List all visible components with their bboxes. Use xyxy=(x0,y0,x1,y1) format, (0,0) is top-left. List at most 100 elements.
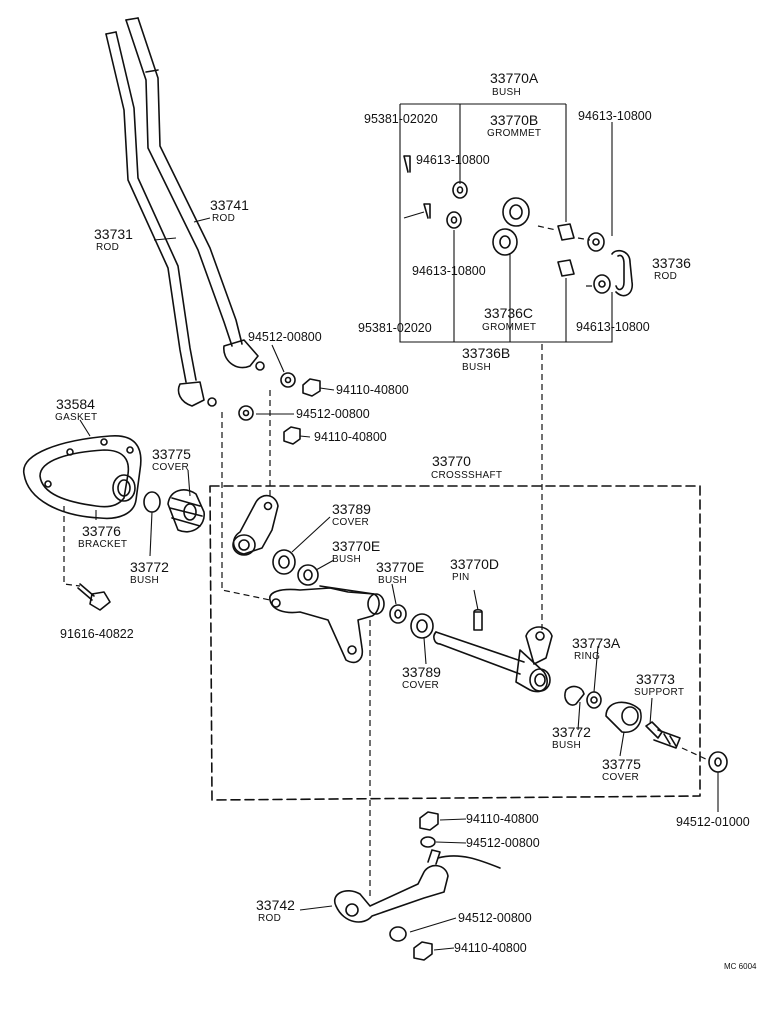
callout-33770E-center-number: 33770E xyxy=(376,559,424,575)
callout-33770-number: 33770 xyxy=(432,453,471,469)
cover-33775-right xyxy=(605,701,642,733)
diagram-code: MC 6004 xyxy=(724,962,757,971)
callout-33736-name: ROD xyxy=(654,271,677,282)
washer-94512-b xyxy=(238,405,254,421)
callout-33770E-upper-number: 33770E xyxy=(332,538,380,554)
callout-33772-left-name: BUSH xyxy=(130,575,159,586)
callout-33741-name: ROD xyxy=(212,213,235,224)
part-91616-40822: 91616-40822 xyxy=(60,627,134,641)
part-95381-02020-top: 95381-02020 xyxy=(364,112,438,126)
bolt-91616 xyxy=(77,583,111,611)
callout-33584-name: GASKET xyxy=(55,412,97,423)
bush-33770E-center xyxy=(389,604,407,624)
callout-33770E-center-name: BUSH xyxy=(378,575,407,586)
callout-33772-right-name: BUSH xyxy=(552,740,581,751)
cotter-pin-upper xyxy=(403,155,411,173)
washer-94613-lower xyxy=(446,211,462,229)
shift-lever-upper xyxy=(232,494,279,556)
callout-33772-right-number: 33772 xyxy=(552,724,591,740)
callout-33770B-name: GROMMET xyxy=(487,128,541,139)
callout-33775-right-number: 33775 xyxy=(602,756,641,772)
assembly-lines xyxy=(63,225,709,900)
callout-33736C-name: GROMMET xyxy=(482,322,536,333)
nut-94110-d xyxy=(413,941,433,961)
bush-33770A xyxy=(557,223,575,241)
callout-33731-name: ROD xyxy=(96,242,119,253)
callout-33789-center-name: COVER xyxy=(402,680,439,691)
grommet-33770B xyxy=(502,197,530,227)
callout-33742-number: 33742 xyxy=(256,897,295,913)
bush-33770E-upper xyxy=(297,564,319,586)
callout-33773-name: SUPPORT xyxy=(634,687,684,698)
part-94613-10800-right-bottom: 94613-10800 xyxy=(576,320,650,334)
bush-33772-left xyxy=(143,491,161,513)
washer-94512-a xyxy=(280,372,296,388)
callout-33770D-name: PIN xyxy=(452,572,470,583)
callout-33770B-number: 33770B xyxy=(490,112,538,128)
callout-33770A-name: BUSH xyxy=(492,87,521,98)
leader-lines xyxy=(79,103,719,951)
callout-33775-left-name: COVER xyxy=(152,462,189,473)
callout-33773A-name: RING xyxy=(574,651,600,662)
callout-33789-upper-number: 33789 xyxy=(332,501,371,517)
rod-33736 xyxy=(611,249,634,297)
part-94613-10800-lower: 94613-10800 xyxy=(412,264,486,278)
washer-94613-upper xyxy=(452,181,468,199)
part-94110-40800-b: 94110-40800 xyxy=(314,430,387,444)
callout-33776-name: BRACKET xyxy=(78,539,127,550)
callout-33741-number: 33741 xyxy=(210,197,249,213)
part-94512-01000: 94512-01000 xyxy=(676,815,750,829)
crossshaft-frame xyxy=(209,485,701,801)
ring-33773A xyxy=(564,685,585,706)
callout-33775-right-name: COVER xyxy=(602,772,639,783)
callout-33736B-name: BUSH xyxy=(462,362,491,373)
callout-33770A-number: 33770A xyxy=(490,70,539,86)
callout-33776-number: 33776 xyxy=(82,523,121,539)
grommet-33736C xyxy=(492,228,518,256)
part-94512-00800-b: 94512-00800 xyxy=(296,407,370,421)
cotter-pin-lower xyxy=(423,203,431,219)
rod-33741 xyxy=(125,17,259,369)
washer-94512-d xyxy=(389,926,407,942)
callout-33736C-number: 33736C xyxy=(484,305,533,321)
part-94512-00800-d: 94512-00800 xyxy=(458,911,532,925)
washer-94512-c xyxy=(420,836,436,848)
washer-94613-right-top xyxy=(587,232,605,252)
callout-33731-number: 33731 xyxy=(94,226,133,242)
callout-33770D-number: 33770D xyxy=(450,556,499,572)
gasket-bracket-assembly xyxy=(23,435,142,520)
part-94512-00800-a: 94512-00800 xyxy=(248,330,322,344)
part-94110-40800-a: 94110-40800 xyxy=(336,383,409,397)
cover-33775-left xyxy=(167,489,205,533)
bush-33772-right xyxy=(586,691,602,709)
part-94613-10800-right-top: 94613-10800 xyxy=(578,109,652,123)
washer-94613-right-bottom xyxy=(593,274,611,294)
cover-33789-center xyxy=(410,613,434,639)
part-94512-00800-c: 94512-00800 xyxy=(466,836,540,850)
rod-33742 xyxy=(333,849,501,923)
callout-33773A-number: 33773A xyxy=(572,635,621,651)
callout-33736-number: 33736 xyxy=(652,255,691,271)
crossshaft-bracket-arm xyxy=(269,585,385,664)
nut-94110-b xyxy=(283,426,301,445)
callout-33584-number: 33584 xyxy=(56,396,95,412)
callout-33770-name: CROSSSHAFT xyxy=(431,470,502,481)
washer-94512-01000 xyxy=(708,751,728,773)
rod-end-pin-upper xyxy=(255,361,265,371)
nut-94110-c xyxy=(419,811,439,831)
callout-33772-left-number: 33772 xyxy=(130,559,169,575)
cover-33789-upper xyxy=(272,549,296,575)
callout-33789-upper-name: COVER xyxy=(332,517,369,528)
callout-33742-name: ROD xyxy=(258,913,281,924)
rod-end-pin-lower xyxy=(207,397,217,407)
part-94110-40800-c: 94110-40800 xyxy=(466,812,539,826)
callout-33770E-upper-name: BUSH xyxy=(332,554,361,565)
support-33773 xyxy=(645,721,681,749)
nut-94110-a xyxy=(302,378,321,397)
crossshaft-33770 xyxy=(433,626,553,693)
pin-33770D xyxy=(473,608,483,631)
callout-33736B-number: 33736B xyxy=(462,345,510,361)
callout-33773-number: 33773 xyxy=(636,671,675,687)
